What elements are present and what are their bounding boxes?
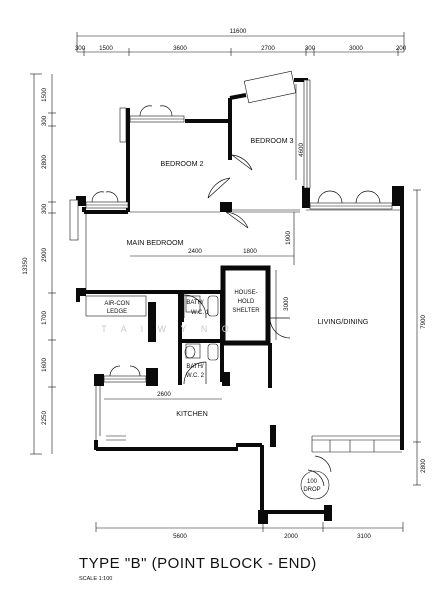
label-drop-1: 100 bbox=[307, 479, 318, 485]
bath1-basin bbox=[207, 295, 219, 317]
dim-inner-4600: 4600 bbox=[298, 143, 305, 157]
dim-top-5: 3000 bbox=[349, 45, 363, 52]
dim-top-total: 11600 bbox=[230, 28, 247, 35]
window-swing-kitchen bbox=[109, 365, 141, 377]
label-shelter-2: HOLD bbox=[238, 299, 255, 305]
dim-left-1: 300 bbox=[41, 115, 48, 126]
left-dimensions: 13350 1500 300 2800 300 2900 1700 1600 2… bbox=[22, 73, 56, 455]
dim-left-total: 13350 bbox=[22, 257, 29, 275]
label-living: LIVING/DINING bbox=[318, 317, 369, 326]
dim-top-3: 2700 bbox=[261, 45, 275, 52]
dim-inner-2400: 2400 bbox=[188, 248, 202, 255]
label-drop-2: DROP bbox=[303, 487, 320, 493]
watermark: T A I W Y N O bbox=[101, 324, 235, 334]
fixtures bbox=[85, 295, 330, 500]
label-bedroom3: BEDROOM 3 bbox=[250, 136, 293, 145]
label-aircon-1: AIR-CON bbox=[104, 301, 129, 307]
dim-inner-3000: 3000 bbox=[283, 297, 290, 311]
label-main-bedroom: MAIN BEDROOM bbox=[126, 238, 183, 247]
aircon-ledge-box bbox=[85, 295, 147, 317]
door-shelter bbox=[269, 317, 291, 339]
dim-left-2: 2800 bbox=[41, 155, 48, 169]
label-bath1-1: BATH/ bbox=[186, 300, 204, 306]
dim-bottom-1: 2000 bbox=[284, 533, 298, 540]
walls bbox=[76, 78, 404, 524]
dim-right-1: 2800 bbox=[420, 459, 427, 473]
door-bath2 bbox=[183, 361, 207, 385]
inner-dimensions: 4600 2400 1800 1900 3000 2600 bbox=[104, 84, 305, 400]
label-bedroom2: BEDROOM 2 bbox=[160, 159, 203, 168]
dim-left-4: 2900 bbox=[41, 248, 48, 262]
door-bedroom3 bbox=[231, 154, 253, 171]
label-bath2-1: BATH/ bbox=[186, 364, 204, 370]
dim-right-0: 7900 bbox=[420, 315, 427, 329]
bottom-dimensions: 5600 2000 3100 bbox=[95, 522, 404, 540]
windows bbox=[69, 70, 393, 383]
door-drop bbox=[307, 455, 332, 487]
partitions bbox=[85, 209, 402, 453]
dim-bottom-2: 3100 bbox=[357, 533, 371, 540]
dim-inner-1900: 1900 bbox=[285, 231, 292, 245]
dim-left-5: 1700 bbox=[41, 311, 48, 325]
dim-left-6: 1600 bbox=[41, 358, 48, 372]
dim-top-6: 200 bbox=[396, 45, 407, 52]
bath1-shower bbox=[185, 295, 201, 313]
label-kitchen: KITCHEN bbox=[176, 409, 208, 418]
window-swing-living bbox=[317, 190, 381, 204]
label-shelter-3: SHELTER bbox=[232, 308, 260, 314]
top-dimensions: 11600 300 1500 3600 2700 300 3000 200 bbox=[75, 28, 407, 56]
label-shelter-1: HOUSE- bbox=[234, 290, 257, 296]
dim-left-3: 300 bbox=[41, 203, 48, 214]
room-labels: BEDROOM 2 BEDROOM 3 MAIN BEDROOM AIR-CON… bbox=[104, 136, 368, 493]
doors bbox=[91, 105, 381, 487]
bath2-basin bbox=[207, 343, 219, 361]
dim-top-0: 300 bbox=[75, 45, 86, 52]
window-swing-main bbox=[91, 191, 119, 203]
door-main-bedroom bbox=[225, 211, 249, 229]
dim-inner-1800: 1800 bbox=[243, 248, 257, 255]
bath2-shower bbox=[185, 343, 201, 359]
bath2-wc bbox=[184, 345, 196, 359]
drop-circle bbox=[300, 470, 330, 500]
dim-bottom-0: 5600 bbox=[173, 533, 187, 540]
label-bath2-2: W.C. 2 bbox=[186, 373, 205, 379]
window-swing-b2a bbox=[139, 105, 173, 117]
label-aircon-2: LEDGE bbox=[107, 309, 127, 315]
label-bath1-2: W.C. 1 bbox=[191, 310, 210, 316]
plan-title: TYPE "B" (POINT BLOCK - END) bbox=[79, 555, 317, 572]
dim-top-2: 3600 bbox=[173, 45, 187, 52]
dim-top-4: 300 bbox=[305, 45, 316, 52]
dim-left-7: 2250 bbox=[41, 411, 48, 425]
door-bedroom2 bbox=[207, 177, 231, 199]
plan-scale: SCALE 1:100 bbox=[79, 576, 112, 582]
dim-top-1: 1500 bbox=[99, 45, 113, 52]
dim-inner-2600: 2600 bbox=[157, 391, 171, 398]
right-dimensions: 7900 2800 bbox=[413, 189, 427, 486]
dim-left-0: 1500 bbox=[41, 88, 48, 102]
